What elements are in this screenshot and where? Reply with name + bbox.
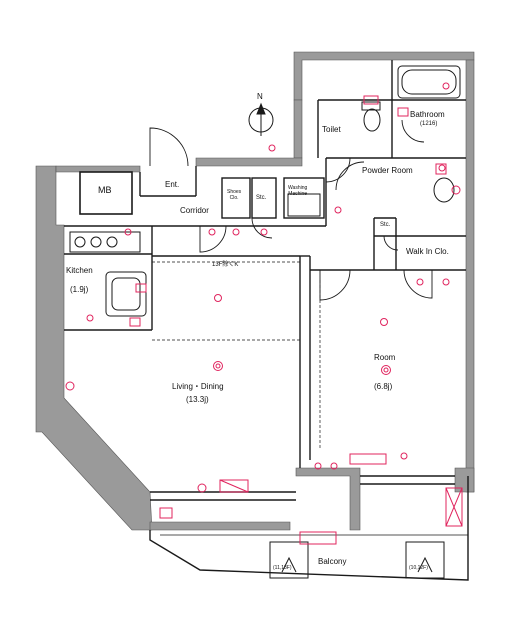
label-kitchen-size: (1.9j) bbox=[70, 285, 89, 294]
dashed-lines bbox=[152, 261, 321, 450]
north-east-exterior-wall bbox=[293, 51, 475, 101]
room-south-wall bbox=[295, 467, 361, 531]
partitions bbox=[64, 60, 469, 581]
label-washing-text: Washing Machine bbox=[288, 185, 308, 197]
entrance-north-wall bbox=[55, 165, 141, 173]
walls bbox=[35, 51, 475, 531]
label-living-dining: Living・Dining bbox=[172, 382, 224, 391]
west-exterior-wall bbox=[35, 165, 153, 531]
label-storage-2: Stc. bbox=[380, 222, 391, 228]
label-powder-room: Powder Room bbox=[362, 166, 413, 175]
compass-letter: N bbox=[257, 92, 263, 101]
label-toilet: Toilet bbox=[322, 125, 341, 134]
corridor-north-wall bbox=[195, 157, 303, 167]
label-walkin-closet: Walk In Clo. bbox=[406, 247, 449, 256]
label-kitchen: Kitchen bbox=[66, 266, 93, 275]
label-washing-machine: Washing Machine bbox=[288, 185, 308, 198]
label-mb: MB bbox=[98, 185, 112, 195]
balcony-wall bbox=[149, 521, 291, 531]
label-storage-1: Stc. bbox=[256, 195, 267, 201]
toilet-bowl bbox=[363, 108, 381, 132]
label-ceiling-note: 13F除くK bbox=[212, 262, 239, 268]
ac-unit-left bbox=[269, 541, 309, 579]
label-room: Room bbox=[374, 353, 396, 362]
kitchen-sink bbox=[105, 271, 147, 317]
east-exterior-wall bbox=[465, 59, 475, 493]
label-bathroom: Bathroom bbox=[410, 110, 445, 119]
label-shoes-text: Shoes Clo. bbox=[227, 189, 242, 201]
washbasin bbox=[433, 177, 455, 203]
label-ac-right: (10,12F) bbox=[409, 565, 428, 571]
label-corridor: Corridor bbox=[180, 206, 209, 215]
electrical-symbols bbox=[65, 82, 463, 545]
label-ac-left: (11,13F) bbox=[273, 565, 292, 571]
label-shoes-closet: Shoes Clo. bbox=[227, 189, 242, 202]
ac-unit-right bbox=[405, 541, 445, 579]
bathroom-left-wall bbox=[293, 99, 303, 159]
mb-shaft bbox=[79, 171, 133, 215]
label-living-size: (13.3j) bbox=[186, 395, 209, 404]
bathtub bbox=[397, 65, 461, 99]
stove bbox=[69, 231, 141, 253]
label-balcony: Balcony bbox=[318, 557, 347, 566]
fixtures bbox=[69, 65, 461, 579]
doors bbox=[149, 119, 433, 301]
label-entrance: Ent. bbox=[165, 180, 180, 189]
label-room-size: (6.8j) bbox=[374, 382, 393, 391]
label-bathroom-size: (1216) bbox=[420, 121, 438, 127]
compass-icon bbox=[248, 102, 274, 136]
